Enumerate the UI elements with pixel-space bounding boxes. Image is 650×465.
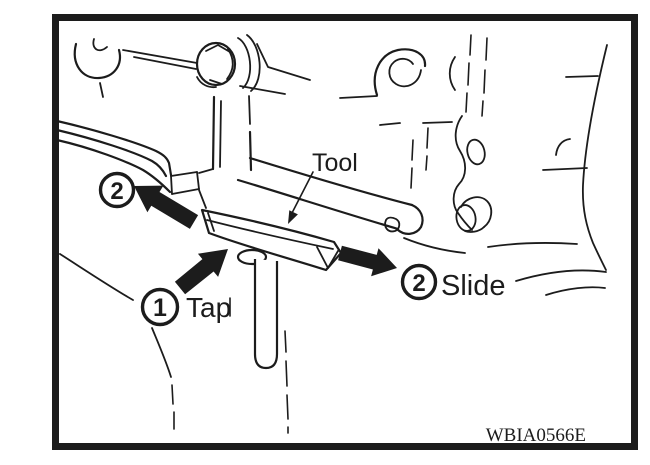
figure-frame xyxy=(52,14,638,450)
top-left-boss xyxy=(73,38,122,98)
step-number: 2 xyxy=(110,178,123,205)
tool-bar-end-edge xyxy=(207,212,215,232)
column-rib xyxy=(198,95,253,174)
step-number: 2 xyxy=(412,270,425,297)
tool-leader-arrowhead xyxy=(288,210,298,224)
step-circle xyxy=(98,171,136,209)
lower-contours xyxy=(59,253,289,434)
casting-details xyxy=(410,34,493,233)
step-circle xyxy=(400,263,438,301)
tool-leader xyxy=(288,171,314,224)
step-circle xyxy=(140,287,180,327)
tool-label: Tool xyxy=(312,149,358,177)
oil-pan-rail xyxy=(55,119,173,194)
figure-code: WBIA0566E xyxy=(486,425,586,446)
step-number: 1 xyxy=(153,294,167,322)
engine-line-art xyxy=(55,34,608,434)
tool-handle xyxy=(253,259,279,370)
block-upper-edges xyxy=(239,43,311,95)
slide-label: Slide xyxy=(441,270,506,302)
tool-leader-line xyxy=(291,171,314,214)
tool-bar-edge xyxy=(206,219,334,250)
tool-drawing xyxy=(200,208,343,370)
slide-left-arrow xyxy=(134,185,199,229)
direction-arrows xyxy=(134,185,397,295)
marker-step1-tap: 1 Tap xyxy=(140,287,231,327)
rail-notch xyxy=(170,171,207,209)
right-edge xyxy=(487,44,608,296)
right-beam xyxy=(236,156,466,254)
tool-tip-facet xyxy=(327,250,339,269)
marker-step2-slide: 2 Slide xyxy=(400,263,506,302)
spiral-boss xyxy=(339,48,453,126)
marker-step2-left: 2 xyxy=(98,171,136,209)
tap-arrow xyxy=(174,249,228,295)
tap-label: Tap xyxy=(186,292,231,323)
bolt xyxy=(195,34,261,92)
rod-lines xyxy=(122,49,198,70)
tool-bar xyxy=(200,208,343,272)
tool-tip-facet xyxy=(316,246,329,269)
slide-right-arrow xyxy=(338,245,397,277)
